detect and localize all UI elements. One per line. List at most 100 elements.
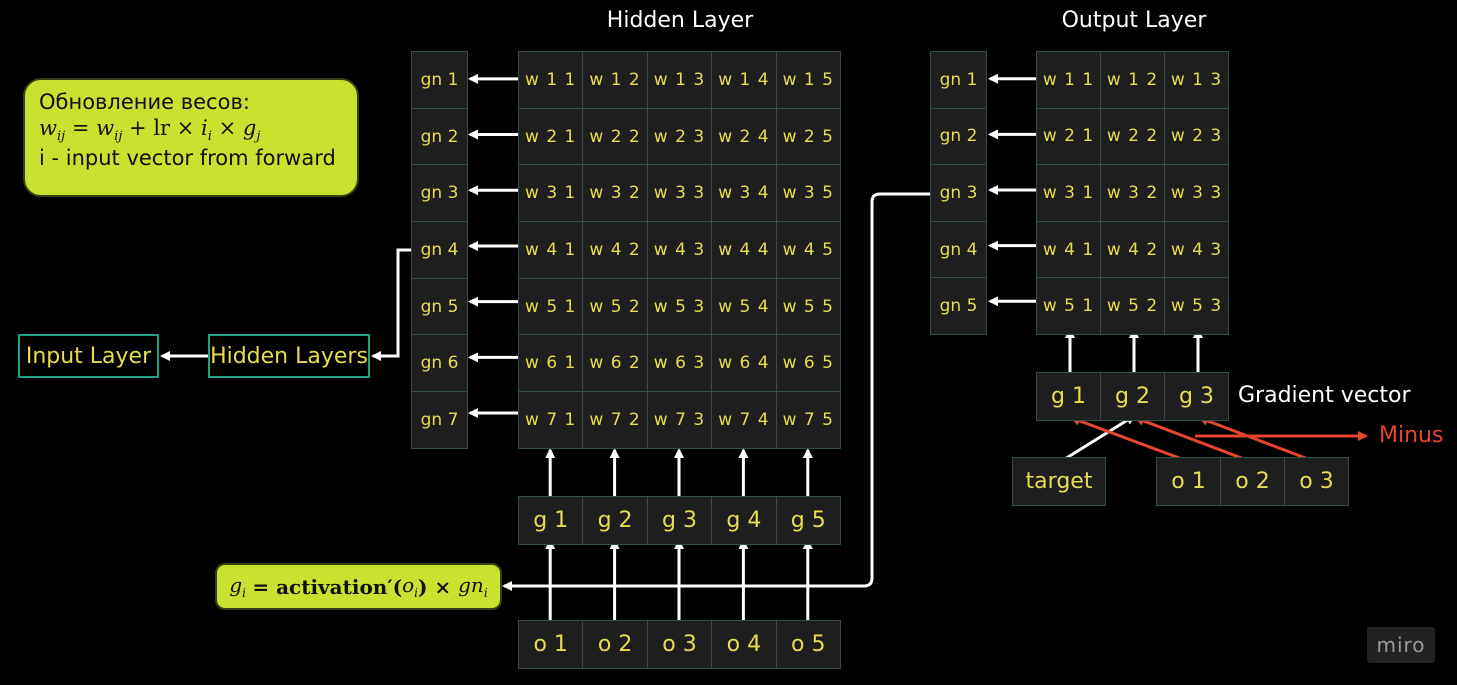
- hidden-output-cell: o 3: [647, 621, 712, 668]
- output-gradient-cell: g 3: [1165, 373, 1228, 420]
- hidden-gn-cell: gn 1: [412, 52, 467, 108]
- gradient-vector-label: Gradient vector: [1238, 383, 1411, 408]
- input-layer-box: Input Layer: [18, 334, 159, 378]
- output-gn-cell: gn 2: [931, 108, 986, 165]
- hidden-weight-cell: w 6 3: [647, 335, 712, 392]
- hidden-weight-cell: w 3 5: [776, 165, 840, 222]
- hidden-weight-cell: w 4 5: [776, 222, 840, 278]
- hidden-weight-cell: w 2 5: [776, 108, 840, 165]
- arrow-o2-to-g2: [1134, 416, 1253, 464]
- hidden-weight-cell: w 6 1: [519, 335, 583, 392]
- arrow-target-to-output-g2: [1059, 414, 1136, 464]
- output-weight-cell: w 3 1: [1037, 165, 1100, 221]
- hidden-weight-cell: w 6 2: [583, 335, 647, 392]
- hidden-weight-cell: w 5 2: [583, 278, 647, 335]
- minus-label: Minus: [1379, 423, 1444, 448]
- output-weight-cell: w 4 1: [1037, 221, 1100, 278]
- output-weight-cell: w 1 1: [1037, 52, 1100, 108]
- miro-logo: miro: [1367, 627, 1435, 663]
- hidden-weight-cell: w 1 5: [776, 52, 840, 108]
- hidden-weight-cell: w 2 4: [712, 108, 776, 165]
- output-weight-cell: w 2 1: [1037, 108, 1100, 165]
- hidden-weight-cell: w 2 1: [519, 108, 583, 165]
- weight-update-formula: wij = wij + lr × ii × gj: [39, 116, 261, 145]
- hidden-weight-cell: w 1 1: [519, 52, 583, 108]
- target-box: target: [1012, 457, 1106, 506]
- output-weight-cell: w 2 2: [1101, 108, 1164, 165]
- hidden-gn-cell: gn 3: [412, 165, 467, 222]
- arrow-o1-to-g1: [1070, 416, 1191, 464]
- weight-update-note: Обновление весов: wij = wij + lr × ii × …: [23, 78, 359, 197]
- hidden-weight-cell: w 7 2: [583, 392, 647, 448]
- output-value-cell: o 2: [1221, 458, 1284, 505]
- hidden-weight-cell: w 1 4: [712, 52, 776, 108]
- hidden-weight-cell: w 7 1: [519, 392, 583, 448]
- output-value-cell: o 3: [1285, 458, 1348, 505]
- note-heading: Обновление весов:: [39, 90, 250, 114]
- hidden-weight-cell: w 1 3: [647, 52, 712, 108]
- hidden-weight-cell: w 5 1: [519, 278, 583, 335]
- hidden-weight-cell: w 3 3: [647, 165, 712, 222]
- output-weight-cell: w 2 3: [1165, 108, 1228, 165]
- hidden-weight-cell: w 6 4: [712, 335, 776, 392]
- hidden-weight-cell: w 4 2: [583, 222, 647, 278]
- output-weight-cell: w 4 2: [1101, 221, 1164, 278]
- hidden-output-cell: o 5: [776, 621, 840, 668]
- hidden-weight-cell: w 2 2: [583, 108, 647, 165]
- output-gn-cell: gn 3: [931, 165, 986, 221]
- output-gradient-cell: g 1: [1037, 373, 1100, 420]
- hidden-weight-cell: w 7 3: [647, 392, 712, 448]
- hidden-output-cell: o 1: [519, 621, 583, 668]
- hidden-gradient-cell: g 5: [776, 497, 840, 544]
- output-weight-cell: w 5 2: [1101, 278, 1164, 334]
- output-weight-cell: w 3 2: [1101, 165, 1164, 221]
- hidden-weight-cell: w 3 1: [519, 165, 583, 222]
- hidden-layer-title: Hidden Layer: [606, 8, 754, 33]
- hidden-gn-cell: gn 6: [412, 335, 467, 392]
- output-gradient-cell: g 2: [1101, 373, 1164, 420]
- hidden-weight-cell: w 1 2: [583, 52, 647, 108]
- output-weight-cell: w 1 2: [1101, 52, 1164, 108]
- output-gn-cell: gn 4: [931, 221, 986, 278]
- hidden-weight-cell: w 2 3: [647, 108, 712, 165]
- target-label: target: [1013, 458, 1105, 505]
- hidden-output-cell: o 2: [583, 621, 647, 668]
- hidden-gn-cell: gn 7: [412, 392, 467, 448]
- hidden-weight-cell: w 5 3: [647, 278, 712, 335]
- hidden-layers-box: Hidden Layers: [208, 334, 370, 378]
- hidden-weight-cell: w 7 5: [776, 392, 840, 448]
- hidden-weight-cell: w 5 4: [712, 278, 776, 335]
- gradient-formula-note: gi = activation′(oi) × gni: [215, 563, 502, 610]
- hidden-weight-cell: w 4 4: [712, 222, 776, 278]
- output-weight-cell: w 1 3: [1165, 52, 1228, 108]
- hidden-gradient-cell: g 3: [647, 497, 712, 544]
- hidden-gradient-cell: g 1: [519, 497, 583, 544]
- output-layer-title: Output Layer: [1061, 8, 1207, 33]
- hidden-weight-cell: w 7 4: [712, 392, 776, 448]
- hidden-weight-cell: w 3 4: [712, 165, 776, 222]
- note-input-line: i - input vector from forward: [39, 146, 336, 171]
- hidden-weight-cell: w 5 5: [776, 278, 840, 335]
- output-gn-cell: gn 5: [931, 278, 986, 334]
- hidden-gn-cell: gn 5: [412, 278, 467, 335]
- hidden-gn-cell: gn 2: [412, 108, 467, 165]
- hidden-weight-cell: w 6 5: [776, 335, 840, 392]
- output-value-cell: o 1: [1157, 458, 1220, 505]
- output-weight-cell: w 3 3: [1165, 165, 1228, 221]
- hidden-weight-cell: w 4 3: [647, 222, 712, 278]
- hidden-gn-cell: gn 4: [412, 222, 467, 278]
- arrow-gn4-to-hidden-layers: [371, 248, 411, 361]
- hidden-gradient-cell: g 2: [583, 497, 647, 544]
- hidden-weight-cell: w 3 2: [583, 165, 647, 222]
- output-gn-cell: gn 1: [931, 52, 986, 108]
- output-weight-cell: w 5 3: [1165, 278, 1228, 334]
- hidden-weight-cell: w 4 1: [519, 222, 583, 278]
